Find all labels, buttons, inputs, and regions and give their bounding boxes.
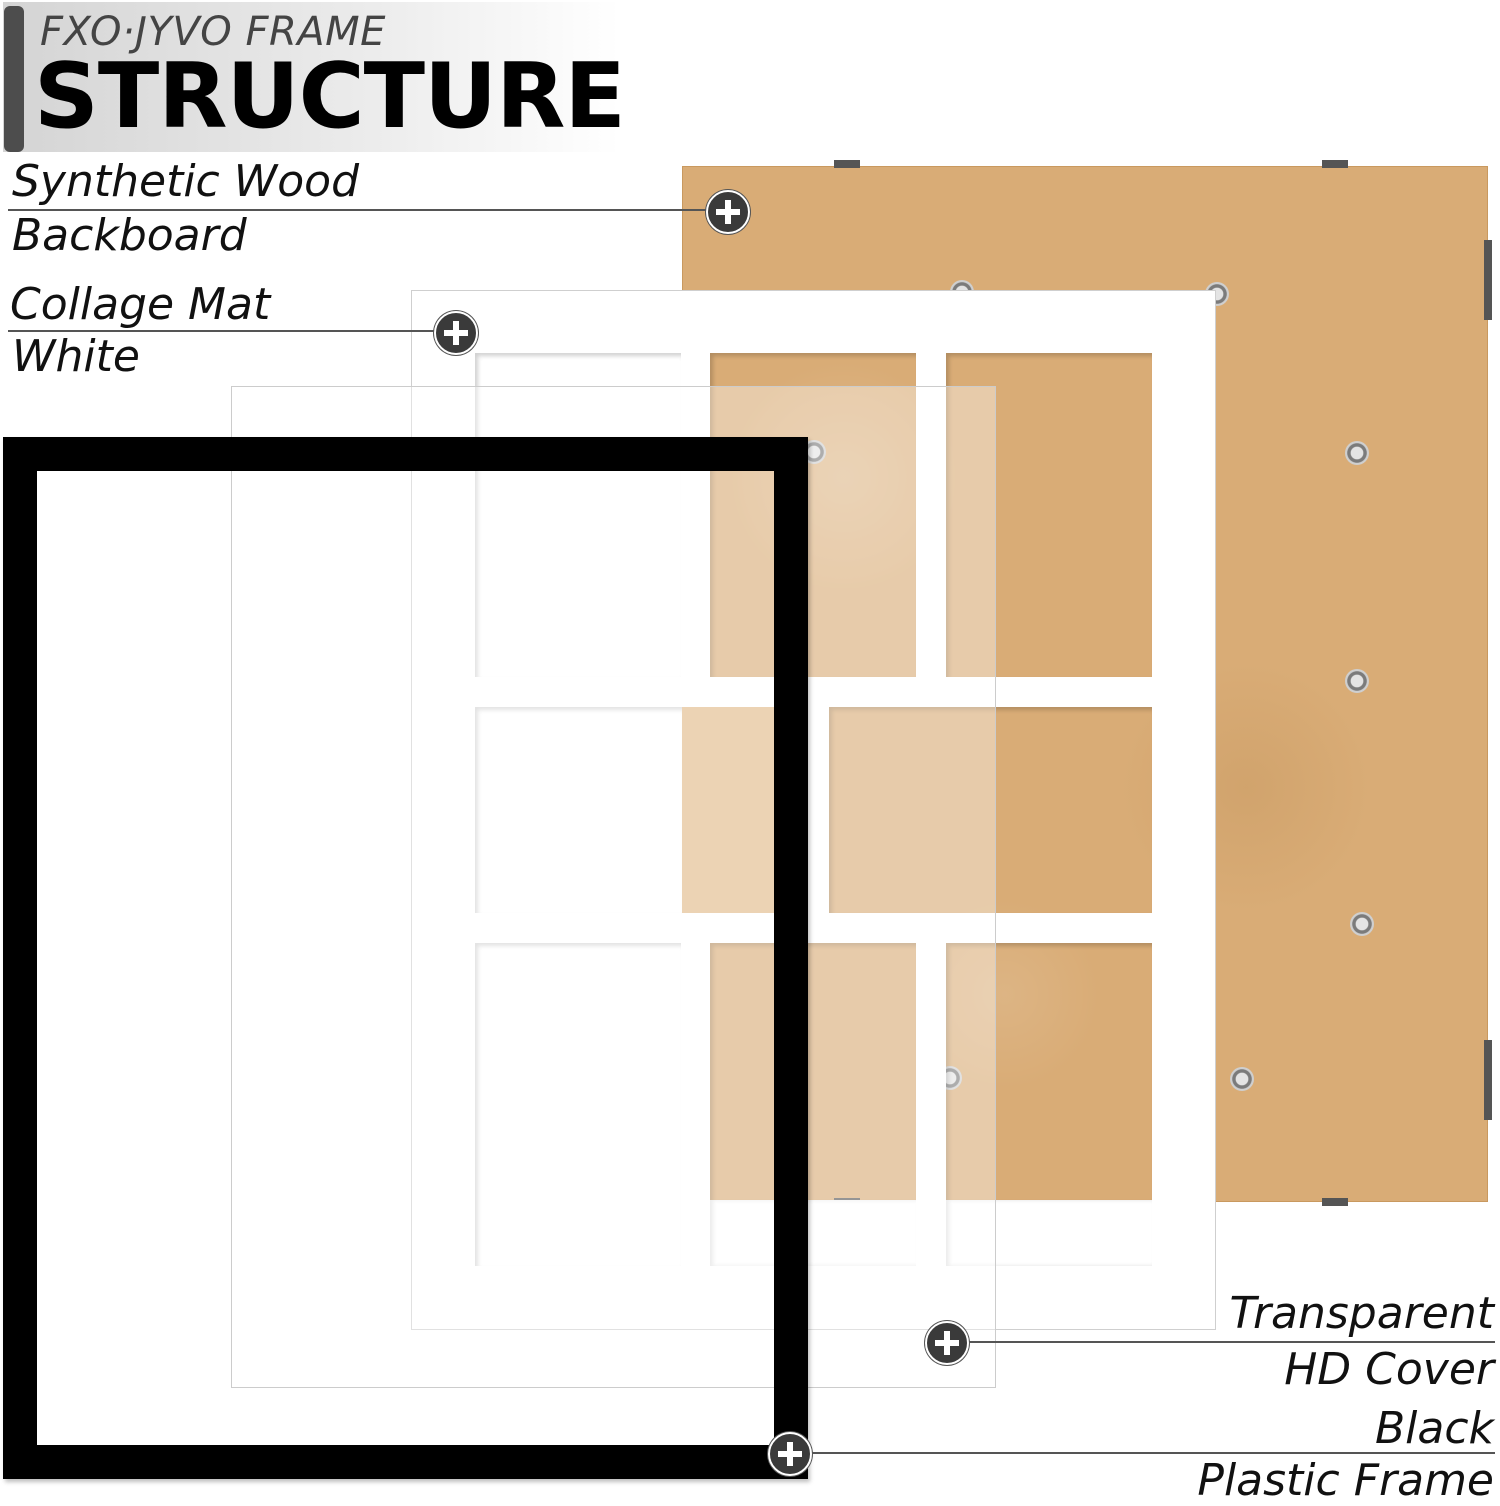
mat-label-line1: Collage Mat	[10, 279, 271, 330]
frame-label-line2: Plastic Frame	[1197, 1455, 1494, 1506]
mat-opening	[946, 1200, 1152, 1266]
mat-border-left	[412, 353, 475, 1266]
backboard-tab	[834, 160, 860, 168]
mat-opening	[475, 943, 681, 1266]
mat-divider	[681, 943, 710, 1266]
cover-callout-line	[965, 1341, 1495, 1343]
backboard-tab	[1322, 160, 1348, 168]
mat-border-right	[1152, 353, 1215, 1266]
backboard-tab	[1484, 240, 1492, 320]
mat-callout-line	[8, 330, 436, 332]
turn-clip	[1230, 1067, 1254, 1091]
brand-name: FXO·JYVO FRAME	[40, 9, 386, 55]
transparent-cover-layer	[231, 386, 996, 1388]
mat-opening	[710, 1200, 916, 1266]
title-accent-bar	[4, 6, 24, 152]
frame-callout-line	[808, 1452, 1495, 1454]
frame-label-line1: Black	[1374, 1403, 1494, 1454]
mat-border-bottom	[412, 1266, 1215, 1329]
mat-divider	[475, 913, 1152, 943]
turn-clip	[1350, 912, 1374, 936]
mat-divider	[475, 677, 1152, 707]
mat-divider	[681, 353, 710, 677]
plus-circle-icon	[706, 190, 750, 234]
collage-mat-layer	[411, 290, 1216, 1330]
backboard-callout-line	[8, 209, 708, 211]
mat-opening	[475, 707, 682, 913]
plus-circle-icon	[434, 311, 478, 355]
plus-circle-icon	[768, 1432, 812, 1476]
title-banner	[3, 2, 620, 152]
mat-opening	[475, 353, 681, 677]
mat-divider	[916, 353, 946, 677]
turn-clip	[1345, 669, 1369, 693]
plus-circle-icon	[925, 1321, 969, 1365]
cover-label-line1: Transparent	[1229, 1288, 1494, 1339]
backboard-tab	[1484, 1040, 1492, 1120]
cover-label-line2: HD Cover	[1284, 1344, 1494, 1395]
backboard-label-line1: Synthetic Wood	[12, 156, 359, 207]
backboard-label-line2: Backboard	[12, 210, 247, 261]
mat-divider	[916, 943, 946, 1266]
backboard-tab	[1322, 1198, 1348, 1206]
black-frame-layer	[3, 437, 808, 1479]
page-title: STRUCTURE	[34, 44, 626, 149]
mat-border-top	[412, 291, 1215, 353]
turn-clip	[1345, 441, 1369, 465]
mat-label-line2: White	[12, 331, 140, 382]
